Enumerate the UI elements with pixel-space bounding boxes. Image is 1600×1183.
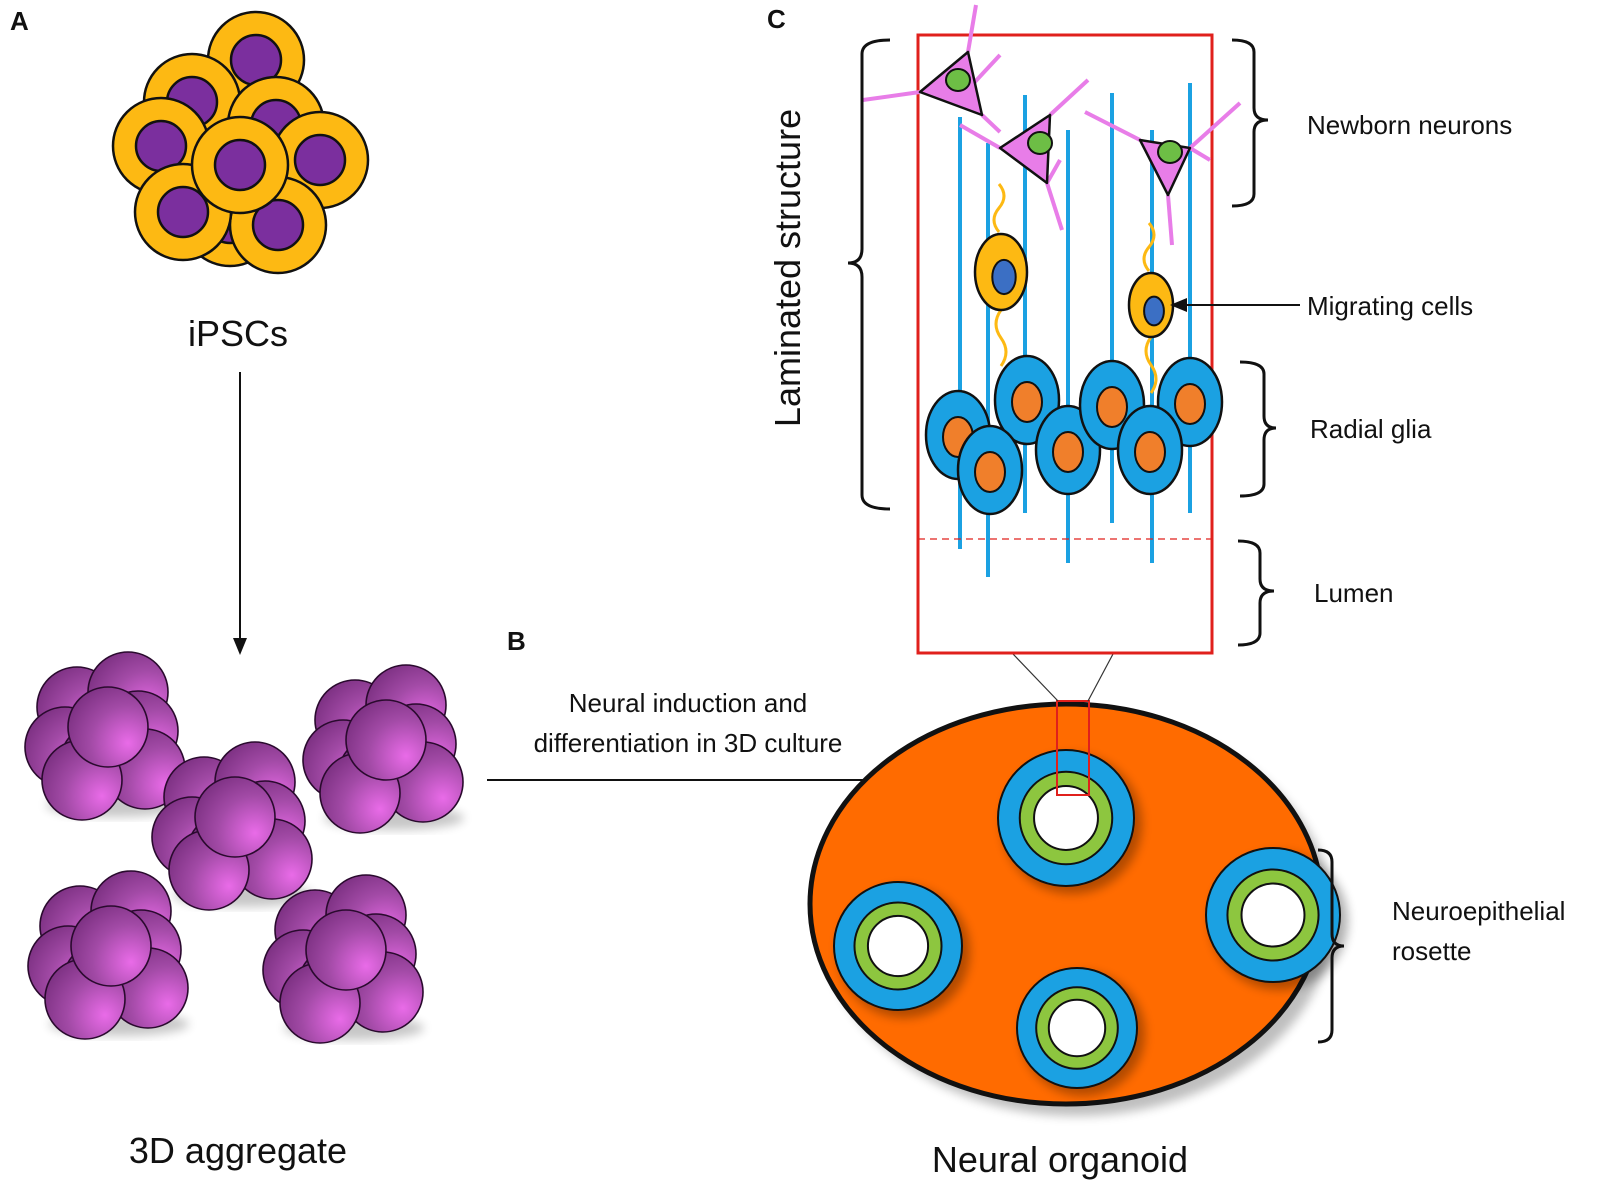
organoid-label: Neural organoid bbox=[932, 1139, 1188, 1180]
neurite bbox=[966, 4, 978, 53]
ipsc-nucleus bbox=[213, 138, 267, 192]
ipsc-cell bbox=[190, 115, 290, 215]
newborn-neuron bbox=[862, 4, 1002, 134]
newborn-neuron bbox=[1084, 101, 1242, 246]
neurite bbox=[1045, 182, 1064, 231]
neuron-nucleus bbox=[1027, 131, 1053, 155]
newborn-label: Newborn neurons bbox=[1307, 110, 1512, 140]
induction-label-line1: Neural induction and bbox=[569, 688, 808, 718]
ipscs-label: iPSCs bbox=[188, 313, 288, 354]
lumen-bracket bbox=[1237, 539, 1275, 647]
newborn-neurons bbox=[862, 4, 1242, 246]
rosette-lumen bbox=[1047, 998, 1107, 1058]
migrating-label: Migrating cells bbox=[1307, 291, 1473, 321]
aggregate-cluster bbox=[151, 741, 313, 911]
neuroepithelial-rosette bbox=[1205, 847, 1348, 990]
migrating-nucleus bbox=[1143, 295, 1165, 327]
laminated-bracket bbox=[847, 38, 891, 511]
neurite bbox=[980, 113, 1002, 134]
radial-glia-label: Radial glia bbox=[1310, 414, 1432, 444]
glia-nucleus bbox=[1096, 386, 1128, 428]
neurite bbox=[1188, 101, 1242, 150]
panel-label-b: B bbox=[507, 626, 526, 656]
newborn-neuron bbox=[959, 78, 1090, 231]
neurite bbox=[1045, 159, 1062, 184]
neuroepithelial-rosette bbox=[1016, 967, 1145, 1096]
aggregate-cluster bbox=[24, 651, 186, 821]
panel-label-c: C bbox=[767, 4, 786, 34]
rosette-label-line1: Neuroepithelial bbox=[1392, 896, 1565, 926]
aggregate-cell bbox=[67, 686, 149, 768]
migrating-nucleus bbox=[991, 258, 1017, 296]
induction-label-line2: differentiation in 3D culture bbox=[534, 728, 843, 758]
rosette-lumen bbox=[1033, 785, 1099, 851]
glia-nucleus bbox=[974, 451, 1006, 493]
migrating-cells bbox=[973, 183, 1175, 394]
ipsc-nucleus bbox=[251, 198, 305, 252]
aggregate-cluster bbox=[262, 874, 424, 1044]
panel-label-a: A bbox=[10, 6, 29, 36]
neuroepithelial-rosette bbox=[833, 881, 970, 1018]
radial-glia-cells bbox=[924, 354, 1224, 516]
aggregate-label: 3D aggregate bbox=[129, 1130, 347, 1171]
ipsc-nucleus bbox=[156, 185, 210, 239]
highlight-box bbox=[1056, 700, 1090, 796]
rosette-lumen bbox=[1240, 882, 1306, 948]
laminated-zoom bbox=[862, 4, 1242, 655]
rosette-label-line2: rosette bbox=[1392, 936, 1472, 966]
laminated-label: Laminated structure bbox=[767, 109, 808, 427]
aggregate-cell bbox=[194, 776, 276, 858]
arrow-to-aggregate bbox=[233, 372, 247, 655]
neuron-nucleus bbox=[1157, 140, 1183, 164]
leading-process bbox=[992, 183, 1006, 233]
ipsc-nucleus bbox=[293, 133, 347, 187]
rosette-bracket bbox=[1317, 848, 1345, 1044]
newborn-bracket bbox=[1231, 38, 1269, 208]
aggregate-cluster bbox=[302, 664, 464, 834]
neurite bbox=[959, 123, 1001, 150]
aggregate-group bbox=[24, 651, 464, 1044]
glia-nucleus bbox=[1011, 381, 1043, 423]
zoom-line-right bbox=[1087, 653, 1114, 702]
zoom-line-left bbox=[1012, 653, 1059, 702]
aggregate-cell bbox=[305, 909, 387, 991]
trailing-process bbox=[994, 309, 1008, 367]
lumen-label: Lumen bbox=[1314, 578, 1394, 608]
neurite bbox=[1166, 194, 1174, 246]
aggregate-cell bbox=[345, 699, 427, 781]
glia-nucleus bbox=[1052, 431, 1084, 473]
rosette-lumen bbox=[866, 914, 930, 978]
neuron-nucleus bbox=[945, 68, 971, 92]
neural-organoid bbox=[807, 701, 1348, 1116]
migrating-arrow bbox=[1170, 298, 1300, 312]
aggregate-cell bbox=[70, 905, 152, 987]
ipsc-cluster bbox=[111, 10, 370, 275]
glia-nucleus bbox=[1134, 431, 1166, 473]
migrating-cell bbox=[973, 183, 1029, 367]
induction-arrow bbox=[487, 773, 893, 787]
migrating-cell bbox=[1127, 222, 1175, 394]
neurite bbox=[1048, 78, 1090, 117]
aggregate-cluster bbox=[27, 870, 189, 1040]
trailing-process bbox=[1144, 336, 1158, 394]
leading-process bbox=[1142, 222, 1156, 272]
zoom-box bbox=[916, 33, 1214, 655]
neurite bbox=[1084, 110, 1141, 142]
neurite bbox=[862, 90, 921, 102]
glia-nucleus bbox=[1174, 383, 1206, 425]
neurite bbox=[1188, 146, 1212, 162]
radial-glia-cell bbox=[1116, 404, 1184, 496]
radial-glia-cell bbox=[956, 424, 1024, 516]
radial-glia-bracket bbox=[1239, 360, 1277, 498]
